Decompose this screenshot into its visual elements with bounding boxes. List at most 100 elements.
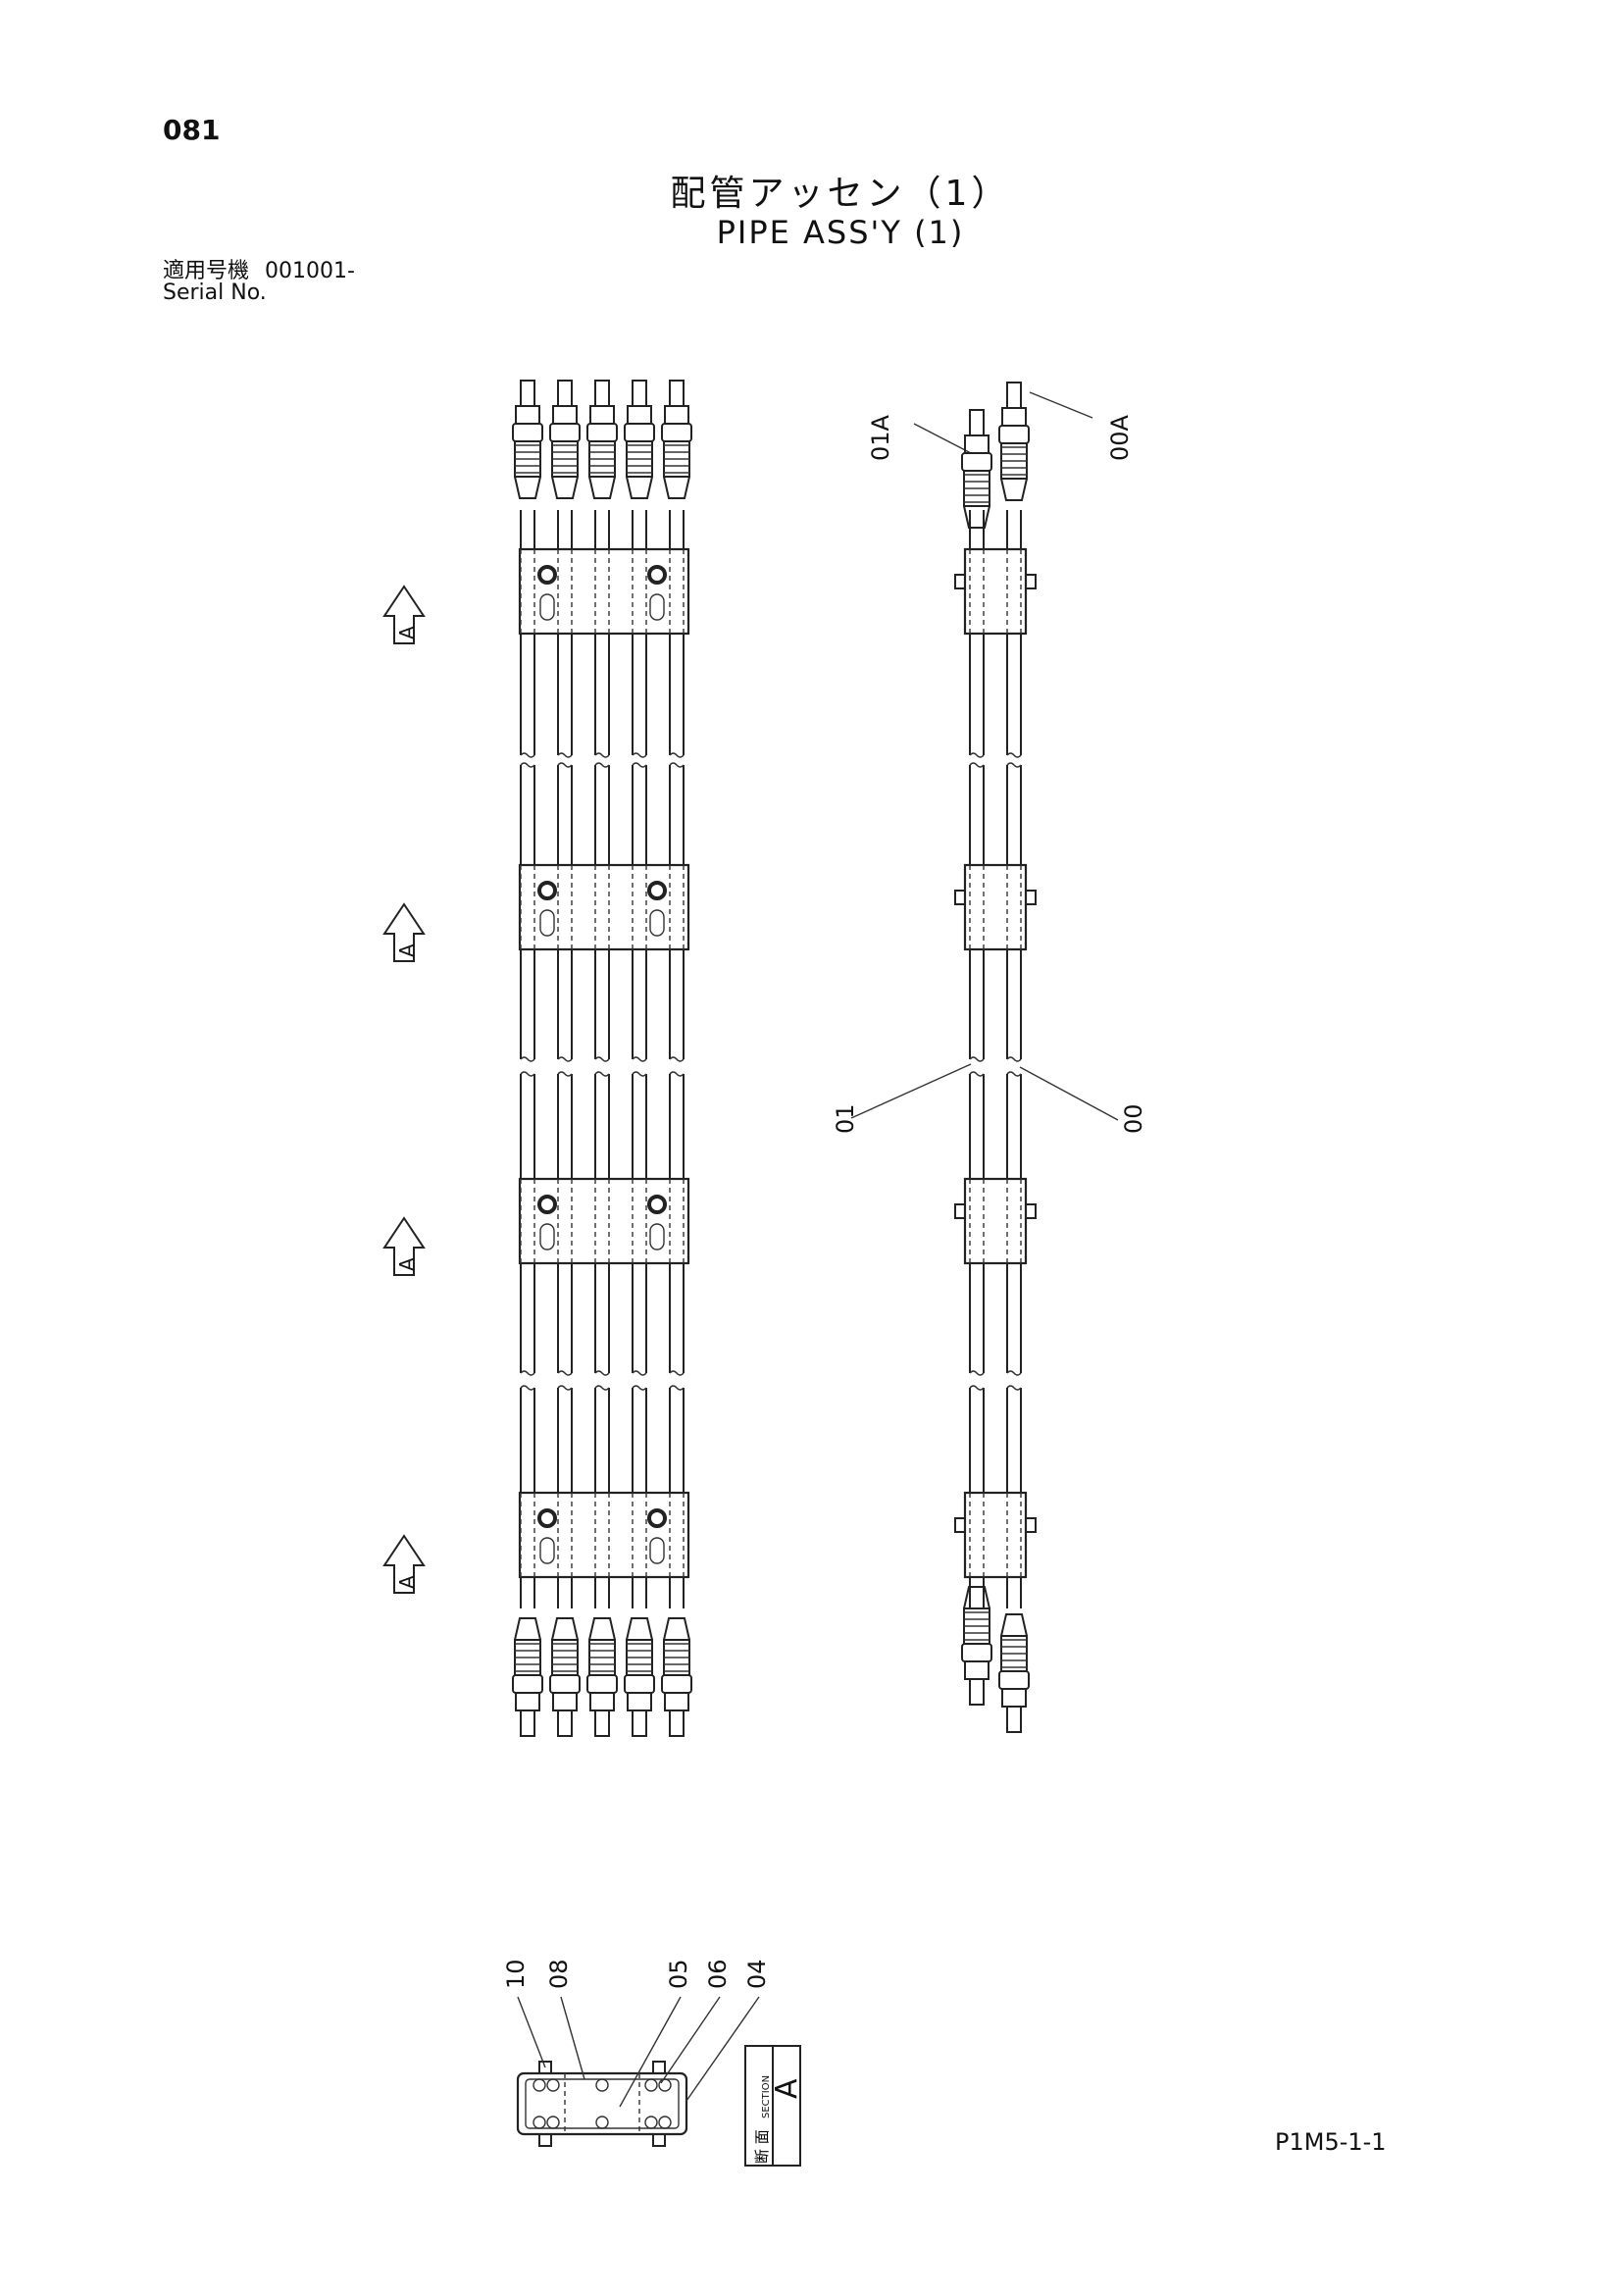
section-box-jp: 断 面: [753, 2129, 771, 2164]
pipe-break-line: [520, 762, 535, 768]
fitting-taper: [663, 1617, 690, 1641]
section-a-view: 10 08 05 06 04 断 面 SECTION A: [502, 1959, 804, 2167]
front-clamp-plate: [518, 1177, 690, 1265]
fitting-hex: [998, 1670, 1030, 1690]
pipe-break-line: [557, 1056, 573, 1062]
fitting-hex: [661, 1674, 692, 1694]
side-clamp-bolt-nut: [1025, 890, 1037, 905]
front-clamp-bolt: [647, 565, 667, 585]
pipe-break-line: [594, 1385, 610, 1391]
pipe-break-line: [632, 1071, 647, 1077]
front-clamp-plate: [518, 547, 690, 636]
pipe-break-line: [594, 1071, 610, 1077]
section-clamp-outer: [516, 2071, 688, 2136]
front-clamp-slot: [539, 1537, 555, 1564]
fitting-tip: [1006, 382, 1022, 409]
section-pipe-hole: [658, 2116, 672, 2129]
fitting-tip: [520, 1709, 535, 1737]
pipe-break-line: [594, 762, 610, 768]
front-clamp-slot: [649, 593, 665, 621]
fitting-tip: [520, 380, 535, 407]
section-arrow-outline: [382, 1216, 426, 1276]
fitting-hex: [624, 1674, 655, 1694]
fitting-taper: [1000, 478, 1028, 501]
side-view: 01A 00A 01 00: [832, 382, 1147, 1733]
front-clamp-bolt: [647, 1508, 667, 1528]
fitting-nut: [664, 405, 689, 425]
document-code: P1M5-1-1: [1275, 2128, 1387, 2156]
section-label-05: 05: [665, 1959, 692, 1989]
fitting-nut: [664, 1692, 689, 1711]
fitting-nut: [964, 434, 990, 454]
callout-01: 01: [832, 1103, 859, 1134]
fitting-nut: [515, 1692, 540, 1711]
pipe-break-line: [632, 1056, 647, 1062]
section-leader: [660, 1996, 721, 2084]
fitting-taper: [551, 1617, 579, 1641]
section-pipe-hole: [644, 2078, 658, 2092]
callout-00: 00: [1120, 1103, 1147, 1134]
pipe-break-line: [632, 762, 647, 768]
fitting-tip: [594, 380, 610, 407]
side-clamp-bolt-head: [954, 890, 966, 905]
section-label-04: 04: [743, 1959, 771, 1989]
fitting-nut: [552, 1692, 578, 1711]
fitting-nut: [627, 405, 652, 425]
section-pipe-hole: [644, 2116, 658, 2129]
front-clamp-slot: [539, 909, 555, 937]
pipe-break-line: [1006, 762, 1022, 768]
fitting-taper: [588, 476, 616, 499]
side-clamp-bolt-head: [954, 1203, 966, 1219]
side-clamp-plate: [963, 547, 1028, 636]
pipe-break-line: [557, 1071, 573, 1077]
section-pipe-hole: [595, 2078, 609, 2092]
side-clamp-bolt-head: [954, 574, 966, 589]
fitting-hex: [624, 423, 655, 442]
front-clamp-slot: [539, 593, 555, 621]
pipe-break-line: [1006, 1370, 1022, 1376]
section-arrow-letter: A: [395, 1257, 419, 1271]
pipe-break-line: [669, 752, 685, 758]
pipe-break-line: [969, 762, 985, 768]
fitting-tip: [632, 1709, 647, 1737]
section-pipe-hole: [595, 2116, 609, 2129]
page-title-jp: 配管アッセン（1）: [670, 174, 1011, 214]
section-box-letter: A: [770, 2078, 804, 2099]
fitting-tip: [632, 380, 647, 407]
pipe-break-line: [1006, 1385, 1022, 1391]
pipe-break-line: [632, 752, 647, 758]
fitting-nut: [1001, 1688, 1027, 1708]
pipe-break-line: [520, 1370, 535, 1376]
section-bolt-nut: [652, 2133, 666, 2147]
front-clamp-bolt: [537, 1195, 557, 1214]
fitting-nut: [515, 405, 540, 425]
fitting-taper: [963, 505, 990, 529]
pipe-break-line: [557, 1370, 573, 1376]
section-pipe-hole: [533, 2078, 546, 2092]
fitting-taper: [514, 476, 541, 499]
front-clamp-bolt: [537, 881, 557, 900]
pipe-break-line: [557, 762, 573, 768]
pipe-break-line: [520, 752, 535, 758]
fitting-taper: [514, 1617, 541, 1641]
fitting-hex: [549, 423, 581, 442]
leader-00a: [1029, 391, 1093, 419]
fitting-tip: [669, 1709, 685, 1737]
section-label-08: 08: [545, 1959, 573, 1989]
front-clamp-bolt: [537, 565, 557, 585]
front-clamp-slot: [649, 1537, 665, 1564]
section-label-10: 10: [502, 1959, 530, 1989]
front-clamp-bolt: [537, 1508, 557, 1528]
side-clamp-plate: [963, 1491, 1028, 1579]
front-clamp-slot: [539, 1223, 555, 1250]
front-clamp-bolt: [647, 1195, 667, 1214]
callout-00a: 00A: [1106, 414, 1134, 461]
pipe-break-line: [520, 1071, 535, 1077]
side-clamp-bolt-nut: [1025, 1517, 1037, 1533]
leader-01a: [913, 423, 972, 454]
pipe-break-line: [1006, 752, 1022, 758]
serial-label-en: Serial No.: [163, 281, 267, 305]
fitting-hex: [512, 1674, 543, 1694]
fitting-nut: [627, 1692, 652, 1711]
serial-label-jp: 適用号機: [163, 259, 250, 283]
